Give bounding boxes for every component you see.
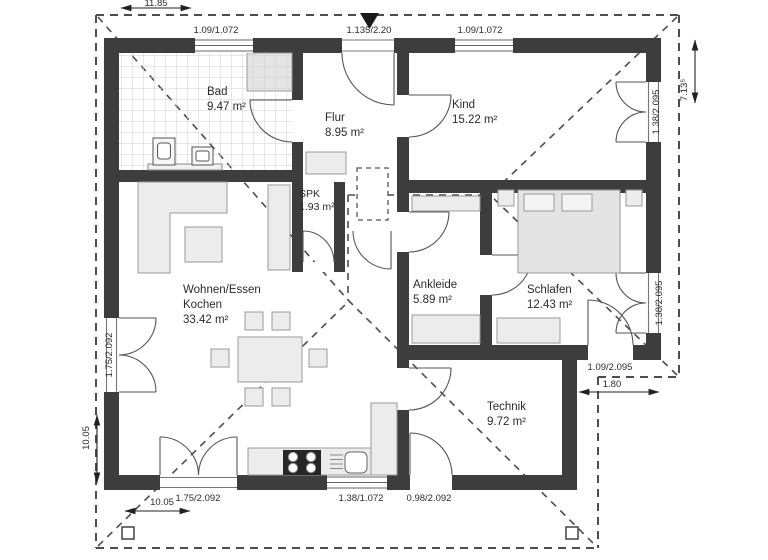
roof-outline [95, 14, 680, 549]
room-name: Wohnen/Essen [183, 284, 261, 296]
burner [287, 462, 299, 474]
room-area: 9.47 m² [207, 101, 246, 113]
dim-offset-terrace: 1.80 [603, 379, 622, 390]
room-name: Kochen [183, 299, 222, 311]
room-name: Ankleide [413, 279, 457, 291]
entrance-marker-icon [360, 13, 379, 29]
room-label-schlafen: Schlafen 12.43 m² [527, 284, 573, 311]
dim-width-bottom: 10.05 [150, 497, 174, 508]
room-name: Technik [487, 401, 526, 413]
room-label-wohnen: Wohnen/Essen Kochen 33.42 m² [183, 284, 261, 326]
chair [210, 348, 230, 368]
roof-post [121, 526, 135, 540]
dim-window-kind: 1.09/1.072 [458, 25, 503, 36]
wardrobe [411, 195, 481, 212]
stove [283, 450, 321, 475]
dim-window-bad: 1.09/1.072 [194, 25, 239, 36]
room-label-technik: Technik 9.72 m² [487, 401, 526, 428]
burner [305, 451, 317, 463]
doors [104, 38, 661, 490]
room-area: 15.22 m² [452, 114, 498, 126]
dim-entrance-door: 1.135/2.20 [347, 25, 392, 36]
room-area: 33.42 m² [183, 314, 229, 326]
nightstand [497, 189, 515, 207]
room-area: 9.72 m² [487, 416, 526, 428]
burner [305, 462, 317, 474]
wardrobe [411, 314, 481, 344]
roof-post [565, 526, 579, 540]
pillow [523, 193, 555, 212]
room-area: 1.93 m² [299, 201, 335, 213]
chair [271, 387, 291, 407]
room-name: Flur [325, 112, 345, 124]
dim-width-top: 11.85 [144, 0, 167, 9]
room-area: 12.43 m² [527, 299, 573, 311]
shaft-outline [356, 167, 389, 221]
bath-shelf [147, 163, 223, 171]
sideboard [267, 184, 291, 271]
chair [271, 311, 291, 331]
nightstand [625, 189, 643, 207]
chair [308, 348, 328, 368]
kitchen-sink [344, 451, 368, 474]
dim-height-right: 7.13⁵ [679, 79, 690, 101]
room-label-kind: Kind 15.22 m² [452, 99, 498, 126]
pillow [561, 193, 593, 212]
room-name: Schlafen [527, 284, 572, 296]
sink-bath-basin [195, 150, 210, 162]
room-name: Bad [207, 86, 227, 98]
sofa [137, 181, 228, 274]
wardrobe [496, 317, 561, 344]
coffee-table [184, 226, 223, 263]
dim-window-kitchen: 1.38/1.072 [339, 493, 384, 504]
chair [244, 311, 264, 331]
room-label-bad: Bad 9.47 m² [207, 86, 246, 113]
dim-door-schlafen-bottom: 1.09/2.095 [588, 362, 633, 373]
hall-wardrobe [305, 151, 347, 175]
dim-door-kind-right: 1.38/2.095 [651, 90, 662, 135]
chair [244, 387, 264, 407]
kitchen-tall-unit [370, 402, 398, 476]
dim-door-left: 1.75/2.092 [104, 333, 115, 378]
dining-table [237, 336, 303, 383]
dim-door-schlafen-right: 1.38/2.095 [654, 281, 665, 326]
room-name: SPK [299, 188, 320, 200]
room-label-flur: Flur 8.95 m² [325, 112, 364, 139]
windows [195, 38, 513, 490]
sink-drainer [330, 454, 343, 469]
dim-door-bottom: 1.75/2.092 [176, 493, 221, 504]
room-label-spk: SPK 1.93 m² [299, 188, 335, 213]
room-label-ankleide: Ankleide 5.89 m² [413, 279, 457, 306]
burner [287, 451, 299, 463]
dim-height-left: 10.05 [81, 426, 92, 450]
furniture [137, 137, 643, 476]
room-name: Kind [452, 99, 475, 111]
room-area: 8.95 m² [325, 127, 364, 139]
room-area: 5.89 m² [413, 294, 452, 306]
dimension-lines [93, 4, 699, 515]
toilet-bowl [157, 142, 171, 160]
dim-door-technik: 0.98/2.092 [407, 493, 452, 504]
